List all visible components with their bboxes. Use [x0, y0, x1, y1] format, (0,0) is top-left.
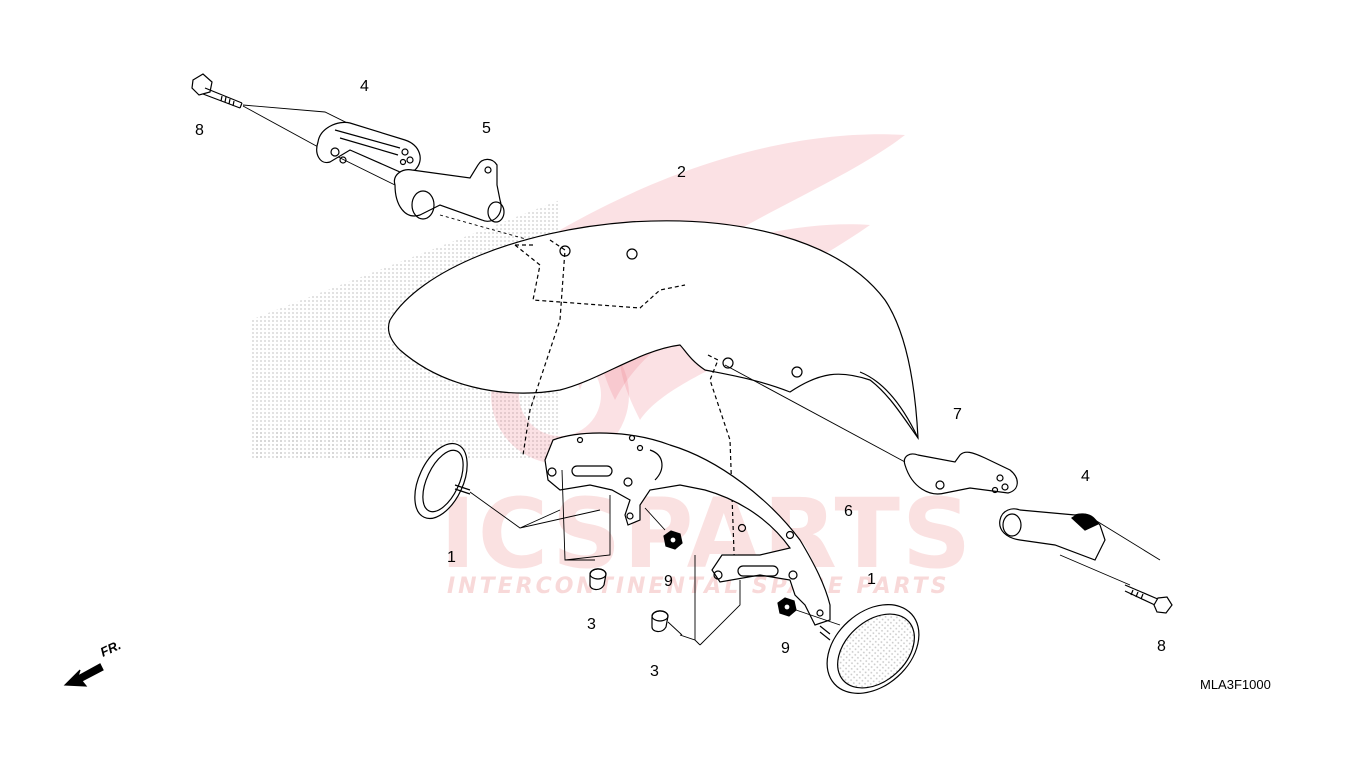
watermark-brand-text: HONDA	[250, 418, 432, 469]
bracket-4-left	[316, 121, 421, 173]
clamp-5	[393, 158, 505, 223]
callout-3-lower: 3	[650, 663, 659, 680]
diagram-code: MLA3F1000	[1200, 677, 1271, 692]
callout-2: 2	[677, 164, 686, 181]
callout-9-right: 9	[781, 640, 790, 657]
clamp-7	[724, 364, 1018, 495]
callout-1-left: 1	[447, 549, 456, 566]
grommet-3-b	[651, 610, 683, 636]
bracket-4-right	[999, 508, 1161, 586]
reflector-1-left	[414, 442, 601, 529]
callout-1-right: 1	[867, 571, 876, 588]
front-direction-arrow-icon	[63, 663, 104, 687]
bolt-8-left	[191, 73, 243, 109]
nut-9-left	[663, 530, 683, 550]
fender-stay-6	[544, 432, 831, 626]
callout-4-right: 4	[1081, 468, 1090, 485]
callout-5: 5	[482, 120, 491, 137]
callout-6: 6	[844, 503, 853, 520]
reflector-1-right	[819, 604, 920, 694]
callout-3-upper: 3	[587, 616, 596, 633]
watermark-tagline: INTERCONTINENTAL SPARE PARTS	[447, 574, 950, 599]
front-fender-2	[387, 220, 919, 581]
callout-8-right: 8	[1157, 638, 1166, 655]
callout-9-left: 9	[664, 573, 673, 590]
grommet-3-a	[589, 568, 607, 591]
watermark-logo-text: ICSPARTS	[440, 478, 974, 590]
nut-9-right	[777, 597, 841, 626]
callout-4-left: 4	[360, 78, 369, 95]
callout-8-left: 8	[195, 122, 204, 139]
bolt-8-right	[1124, 584, 1173, 614]
callout-7: 7	[953, 406, 962, 423]
